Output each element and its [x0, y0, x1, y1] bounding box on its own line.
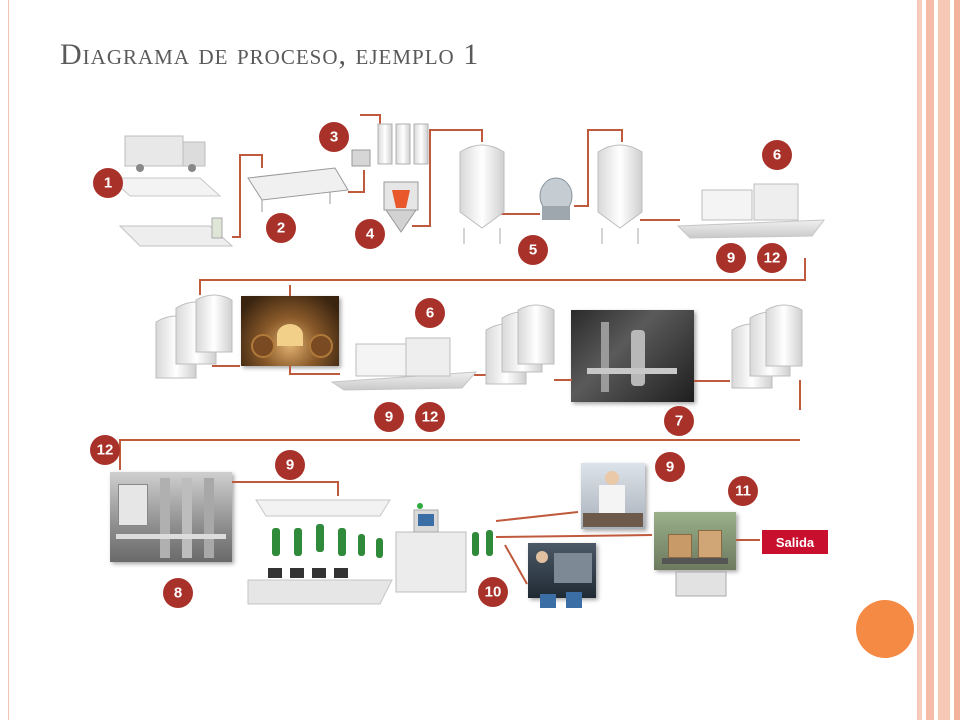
step-badge: 6 — [415, 298, 445, 328]
step-badge: 9 — [655, 452, 685, 482]
flow-lines — [119, 114, 806, 585]
weighing-scales-icon — [540, 592, 582, 608]
crusher-press-icon — [383, 181, 419, 233]
lab-analysis-photo — [581, 463, 645, 529]
svg-text:1: 1 — [104, 175, 112, 192]
destemmer-icon — [247, 167, 349, 212]
step-badge: 8 — [163, 578, 193, 608]
labeling-machine-icon — [395, 503, 493, 593]
step-badge: 2 — [266, 213, 296, 243]
bottling-plant-photo — [110, 472, 232, 562]
svg-text:7: 7 — [675, 413, 683, 430]
step-badge: 4 — [355, 219, 385, 249]
step-badge: 12 — [757, 243, 787, 273]
stabilization-unit-icon — [330, 337, 478, 391]
svg-text:9: 9 — [666, 459, 674, 476]
fermentation-tank-icon — [459, 144, 505, 244]
step-badge: 9 — [716, 243, 746, 273]
step-badge: 11 — [728, 476, 758, 506]
step-badge: 7 — [664, 406, 694, 436]
step-badge: 9 — [275, 450, 305, 480]
quality-control-photo — [528, 543, 596, 598]
svg-text:12: 12 — [422, 409, 439, 426]
svg-text:3: 3 — [330, 129, 338, 146]
step-badge: 12 — [90, 435, 120, 465]
svg-text:6: 6 — [773, 147, 781, 164]
side-stripes — [916, 0, 960, 720]
svg-text:10: 10 — [485, 584, 502, 601]
filtered-wine-tanks-icon — [485, 304, 555, 385]
svg-text:9: 9 — [286, 457, 294, 474]
aging-tanks-icon — [155, 294, 233, 379]
filling-machine-icon — [247, 499, 393, 605]
step-badge: 10 — [478, 577, 508, 607]
receiving-hopper-icon — [108, 177, 234, 247]
barrel-cellar-photo — [241, 296, 339, 366]
step-badge: 1 — [93, 168, 123, 198]
delivery-truck-icon — [124, 135, 206, 172]
svg-text:11: 11 — [735, 483, 751, 500]
slide-frame — [8, 0, 918, 720]
svg-text:5: 5 — [529, 242, 537, 259]
filtration-equipment-photo — [571, 310, 694, 402]
step-badges: 1 2 3 4 5 6 9 12 6 9 12 7 12 9 8 9 11 10 — [90, 122, 792, 608]
warehouse-boxes-photo — [654, 512, 736, 570]
slide-title: Diagrama de proceso, ejemplo 1 — [60, 38, 480, 71]
svg-text:2: 2 — [277, 220, 285, 237]
step-badge: 5 — [518, 235, 548, 265]
storage-tank-icon — [597, 144, 643, 244]
svg-text:12: 12 — [97, 442, 114, 459]
decorative-orange-circle — [856, 600, 914, 658]
centrifuge-icon — [539, 177, 573, 220]
step-badge: 6 — [762, 140, 792, 170]
svg-text:9: 9 — [385, 409, 393, 426]
svg-text:12: 12 — [764, 250, 781, 267]
step-badge: 9 — [374, 402, 404, 432]
final-tanks-icon — [731, 304, 803, 389]
grape-silos-icon — [351, 123, 429, 167]
svg-text:8: 8 — [174, 585, 182, 602]
cold-stabilization-unit-icon — [676, 183, 826, 239]
salida-output-label: Salida — [762, 530, 828, 554]
step-badge: 12 — [415, 402, 445, 432]
svg-text:4: 4 — [366, 226, 375, 243]
svg-text:6: 6 — [426, 305, 434, 322]
step-badge: 3 — [319, 122, 349, 152]
packing-station-icon — [675, 571, 727, 597]
svg-text:9: 9 — [727, 250, 735, 267]
